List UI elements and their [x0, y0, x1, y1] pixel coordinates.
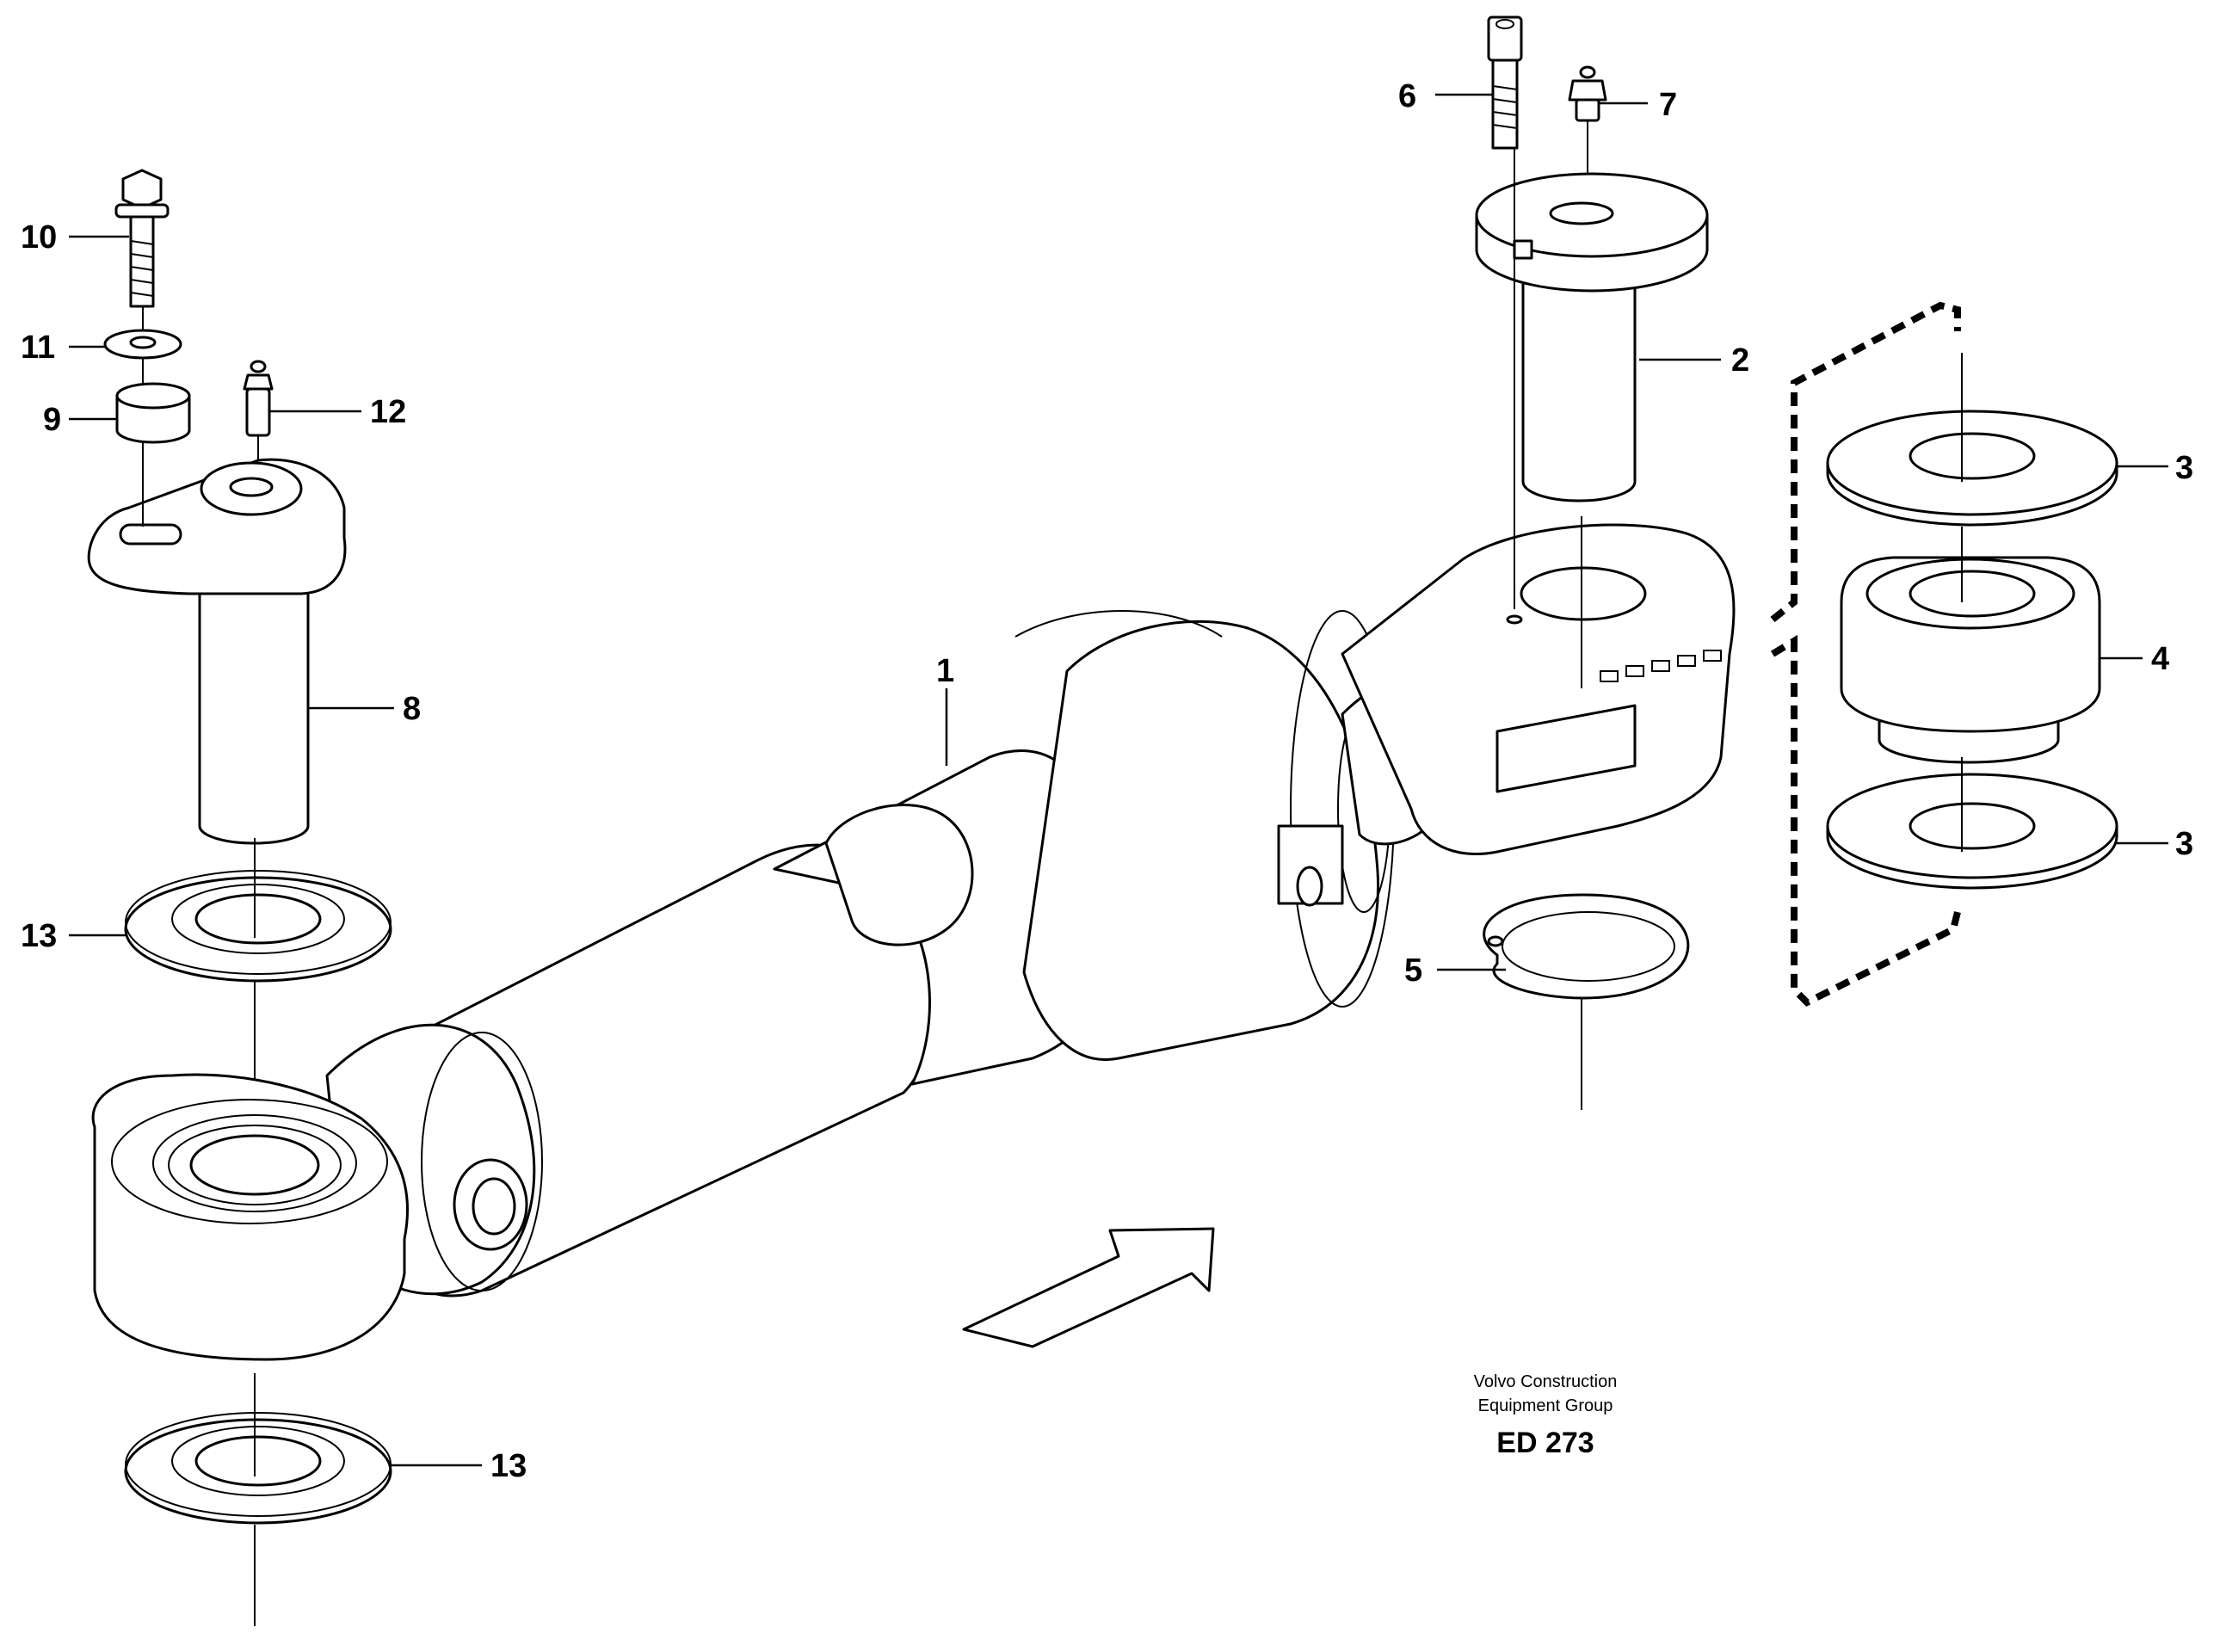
callout-13-upper: 13 — [21, 918, 57, 954]
washer-part-3-upper — [1826, 410, 2118, 527]
seal-ring-part-13-lower — [124, 1412, 392, 1525]
caption-company-line2: Equipment Group — [1478, 1396, 1613, 1415]
callout-4: 4 — [2151, 641, 2169, 677]
callout-11: 11 — [21, 330, 55, 366]
callout-6: 6 — [1398, 78, 1416, 114]
hydraulic-cylinder-part-1 — [91, 523, 1736, 1361]
callout-12: 12 — [370, 394, 406, 430]
callout-3-lower: 3 — [2175, 826, 2193, 862]
callout-5: 5 — [1404, 952, 1422, 989]
callout-13-lower: 13 — [490, 1448, 527, 1484]
bolt-part-10 — [114, 169, 170, 308]
leader-lines — [69, 93, 2168, 1467]
circlip-part-5 — [1483, 893, 1690, 1000]
callout-1: 1 — [936, 653, 954, 689]
callout-9: 9 — [43, 402, 61, 438]
direction-arrow-icon — [962, 1227, 1215, 1348]
washer-part-3-lower — [1826, 773, 2118, 890]
callout-2: 2 — [1731, 342, 1749, 379]
callout-7: 7 — [1659, 87, 1677, 123]
bushing-part-9 — [115, 382, 191, 444]
callout-8: 8 — [403, 691, 421, 727]
caption-company-line1: Volvo Construction — [1474, 1372, 1618, 1391]
callout-3-upper: 3 — [2175, 450, 2193, 486]
spherical-bearing-part-4 — [1840, 556, 2101, 764]
caption-drawing-code: ED 273 — [1496, 1427, 1594, 1459]
bearing-group-outline — [1770, 301, 1961, 1007]
seal-ring-part-13-upper — [124, 870, 392, 983]
callout-10: 10 — [21, 219, 57, 256]
pin-part-2 — [1475, 172, 1709, 502]
grease-nipple-part-7 — [1568, 65, 1607, 122]
grease-nipple-part-12 — [243, 360, 274, 437]
washer-part-11 — [103, 329, 182, 360]
pin-part-8 — [87, 458, 347, 845]
bolt-part-6 — [1487, 15, 1523, 150]
